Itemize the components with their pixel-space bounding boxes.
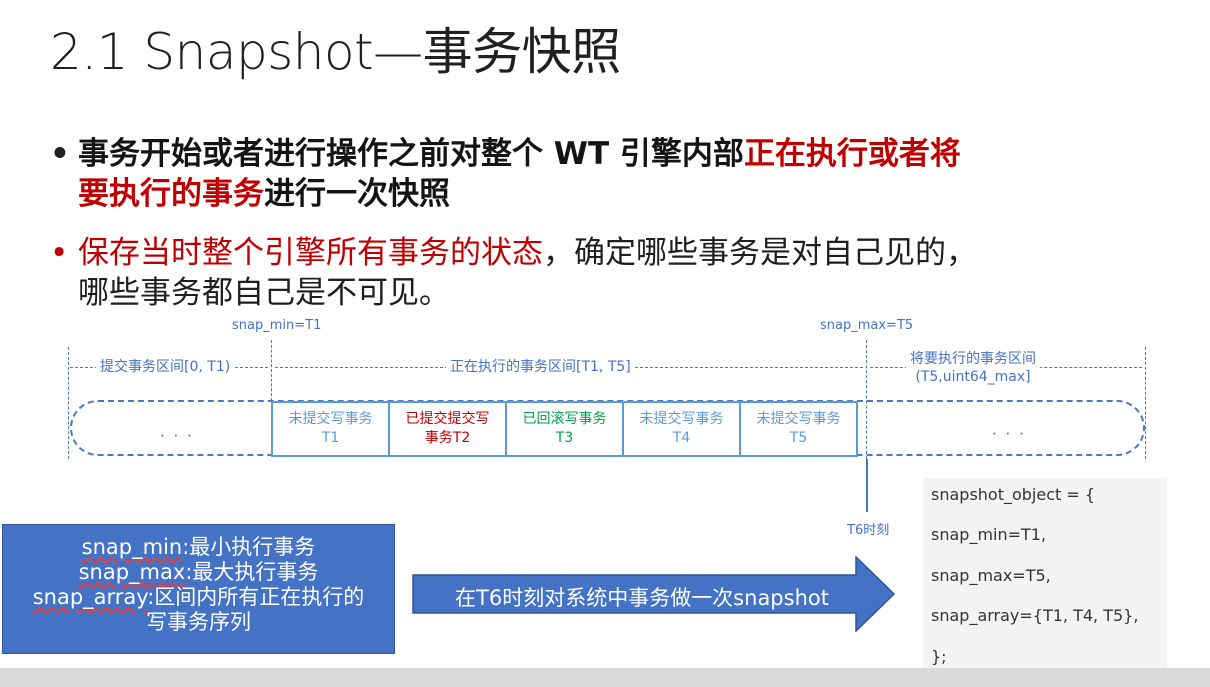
code-line: snap_min=T1, xyxy=(931,525,1047,544)
bullet1-highlight: 正在执行或者将 xyxy=(743,136,961,172)
bullet1-text-end: 进行一次快照 xyxy=(264,176,450,212)
t6-marker-line xyxy=(866,459,868,512)
def-snap-array-cont: 写事务序列 xyxy=(146,610,251,634)
slide-title: 2.1 Snapshot—事务快照 xyxy=(50,23,621,81)
range-committed-label: 提交事务区间[0, T1) xyxy=(96,358,235,376)
range-future-label-line1: 将要执行的事务区间 xyxy=(910,351,1036,367)
right-ellipsis: · · · xyxy=(992,425,1026,443)
transaction-cell-status: 未提交写事务 xyxy=(639,411,724,427)
transaction-cell: 未提交写事务 T1 xyxy=(271,401,390,457)
bullet2-line2: 哪些事务都自己是不可见。 xyxy=(78,275,450,311)
divider-left-edge xyxy=(68,347,69,459)
range-future-label: 将要执行的事务区间 (T5,uint64_max] xyxy=(906,350,1040,386)
bullet-dot: • xyxy=(50,136,70,172)
transaction-cell-status: 已回滚写事务 xyxy=(522,411,607,427)
bullet1-line2: 要执行的事务进行一次快照 xyxy=(78,174,961,214)
def-snap-array: snap_array:区间内所有正在执行的 xyxy=(3,585,394,610)
bullet-dot: • xyxy=(50,235,69,271)
code-line: }; xyxy=(931,647,947,666)
snapshot-arrow-label: 在T6时刻对系统中事务做一次snapshot xyxy=(455,586,829,610)
transaction-cell: 未提交写事务 T4 xyxy=(622,401,741,457)
term-snap-array: snap_array xyxy=(32,585,148,609)
bullet-snapshot-definition: • 事务开始或者进行操作之前对整个 WT 引擎内部正在执行或者将 要执行的事务进… xyxy=(50,134,961,214)
bullet2-highlight: 保存当时整个引擎所有事务的状态 xyxy=(78,235,543,271)
code-line: snap_array={T1, T4, T5}, xyxy=(931,606,1139,625)
divider-snap-max xyxy=(866,340,867,459)
bullet2-line1: 保存当时整个引擎所有事务的状态，确定哪些事务是对自己见的， xyxy=(78,233,977,273)
bullet1-highlight-cont: 要执行的事务 xyxy=(78,176,264,212)
desc-snap-max: :最大执行事务 xyxy=(185,560,319,584)
divider-snap-min xyxy=(271,340,272,401)
desc-snap-min: :最小执行事务 xyxy=(182,535,316,559)
snap-min-label: snap_min=T1 xyxy=(232,318,322,333)
transaction-cell-id: T4 xyxy=(672,430,691,446)
transaction-cell: 已回滚写事务 T3 xyxy=(505,401,624,457)
desc-snap-array: :区间内所有正在执行的 xyxy=(147,585,365,609)
term-snap-min: snap_min xyxy=(81,535,183,559)
definitions-box: snap_min:最小执行事务 snap_max:最大执行事务 snap_arr… xyxy=(2,524,395,654)
def-snap-min: snap_min:最小执行事务 xyxy=(3,535,394,560)
transaction-cell: 未提交写事务 T5 xyxy=(739,401,858,457)
range-future-label-line2: (T5,uint64_max] xyxy=(915,369,1031,385)
snapshot-arrow xyxy=(412,556,896,632)
snapshot-object-code: snapshot_object = { snap_min=T1, snap_ma… xyxy=(923,478,1167,672)
transaction-cell: 已提交提交写事务T2 xyxy=(388,401,507,457)
code-line: snapshot_object = { xyxy=(931,485,1096,504)
bullet1-line1: 事务开始或者进行操作之前对整个 WT 引擎内部正在执行或者将 xyxy=(78,134,961,174)
transaction-cell-id: T3 xyxy=(555,430,574,446)
transaction-cell-status: 已提交提交写 xyxy=(405,411,490,427)
transaction-cell-status: 未提交写事务 xyxy=(288,411,373,427)
t6-label: T6时刻 xyxy=(847,523,890,538)
bottom-strip xyxy=(0,668,1210,687)
def-snap-max: snap_max:最大执行事务 xyxy=(3,560,394,585)
transaction-cell-id: T5 xyxy=(789,430,808,446)
range-running-label: 正在执行的事务区间[T1, T5] xyxy=(446,358,635,376)
term-snap-max: snap_max xyxy=(78,560,186,584)
transaction-cell-id: 事务T2 xyxy=(424,430,471,446)
transaction-cell-id: T1 xyxy=(321,430,340,446)
divider-right-edge xyxy=(1145,347,1146,459)
code-line: snap_max=T5, xyxy=(931,566,1051,585)
snap-max-label: snap_max=T5 xyxy=(820,318,914,333)
left-ellipsis: · · · xyxy=(160,427,194,445)
bullet1-text: 事务开始或者进行操作之前对整个 WT 引擎内部 xyxy=(78,136,744,172)
bullet-snapshot-purpose: • 保存当时整个引擎所有事务的状态，确定哪些事务是对自己见的， 哪些事务都自己是… xyxy=(50,233,977,313)
transaction-cell-status: 未提交写事务 xyxy=(756,411,841,427)
bullet2-text: ，确定哪些事务是对自己见的， xyxy=(543,235,977,271)
